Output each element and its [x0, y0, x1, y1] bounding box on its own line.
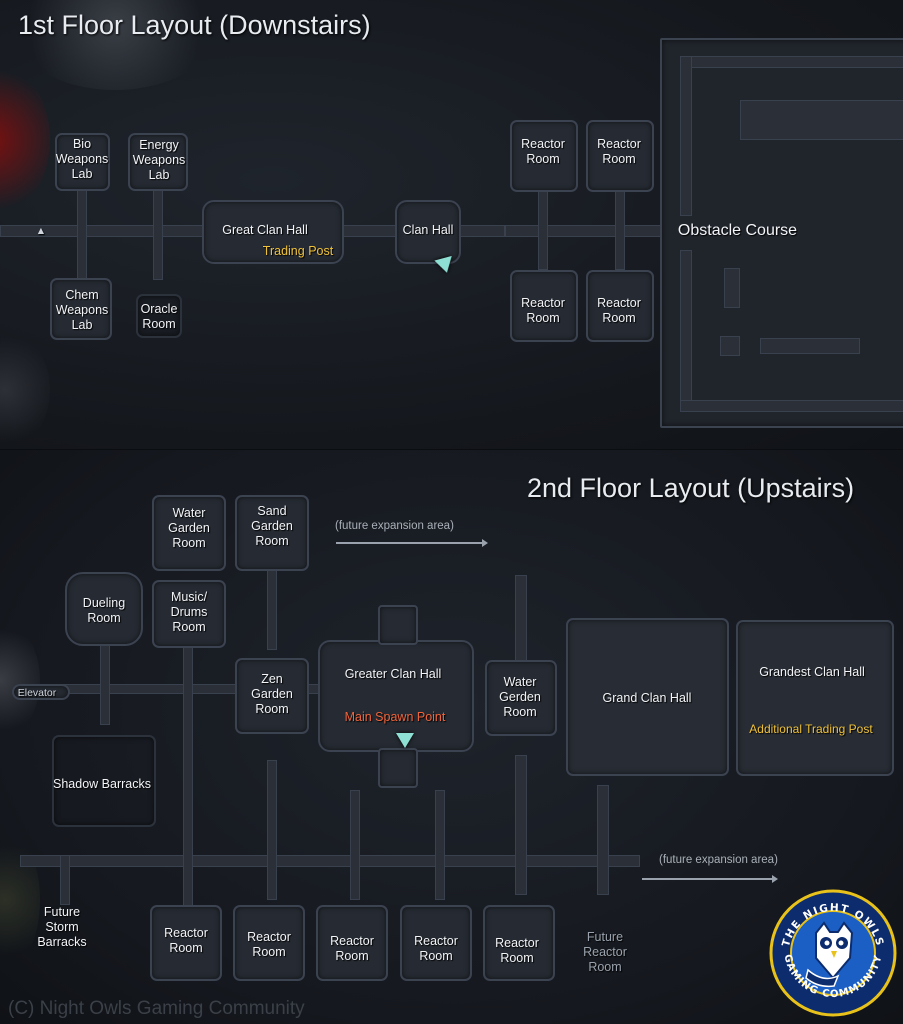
arrow-right-icon [336, 539, 488, 547]
bio-lab-room[interactable] [55, 133, 110, 191]
reactor-room-4[interactable] [586, 270, 654, 342]
future-expansion-note-1: (future expansion area) [335, 520, 454, 532]
grand-clan-hall-label: Grand Clan Hall [602, 691, 692, 705]
floor1-title: 1st Floor Layout (Downstairs) [18, 10, 371, 40]
floor2-panel: 2nd Floor Layout (Upstairs) Water Garden… [0, 450, 903, 1024]
reactor-room-a[interactable] [150, 905, 222, 981]
figure-decoration [0, 330, 50, 450]
zen-garden-label: Zen Garden Room [251, 672, 293, 716]
reactor-label-c: Reactor Room [330, 934, 374, 963]
sand-garden-room[interactable] [235, 495, 309, 571]
floor2-title: 2nd Floor Layout (Upstairs) [527, 473, 855, 503]
reactor-room-1[interactable] [510, 120, 578, 192]
greater-clan-hall-north [378, 605, 418, 645]
copyright-text: (C) Night Owls Gaming Community [8, 998, 305, 1019]
chem-lab-label: Chem Weapons Lab [55, 288, 109, 332]
night-owls-logo: THE NIGHT OWLS GAMING COMMUNITY [769, 889, 897, 1017]
corridor-v1 [183, 645, 193, 925]
figure-decoration-2 [0, 620, 40, 740]
reactor-label-3: Reactor Room [521, 296, 565, 325]
music-label: Music/ Drums Room [170, 590, 208, 634]
zen-garden-room[interactable] [235, 658, 309, 734]
obstacle-wall-left [680, 56, 692, 216]
obstacle-block-2 [720, 336, 740, 356]
obstacle-block-3 [760, 338, 860, 354]
obstacle-pillar [724, 268, 740, 308]
stairs-icon[interactable]: ▲ [35, 225, 47, 237]
corridor-v5 [515, 755, 527, 895]
spawn-marker-icon [396, 733, 414, 748]
red-glow-decoration [0, 60, 50, 220]
reactor-label-e: Reactor Room [495, 936, 539, 965]
obstacle-wall-left-lower [680, 250, 692, 410]
great-clan-hall-label: Great Clan Hall [222, 223, 308, 237]
shadow-barracks-label: Shadow Barracks [53, 777, 151, 791]
reactor-label-a: Reactor Room [164, 926, 208, 955]
chem-lab-room[interactable] [50, 278, 112, 340]
bio-lab-label: Bio Weapons Lab [55, 137, 109, 181]
reactor-label-b: Reactor Room [247, 930, 291, 959]
obstacle-course-label: Obstacle Course [677, 222, 798, 239]
water-garden-room[interactable] [152, 495, 226, 571]
future-storm-label: Future Storm Barracks [37, 905, 87, 949]
reactor-room-3[interactable] [510, 270, 578, 342]
owl-icon [805, 921, 854, 988]
obstacle-wall-top [680, 56, 903, 68]
elevator-button[interactable] [12, 684, 70, 700]
additional-trading-post-label: Additional Trading Post [749, 722, 873, 736]
water-gerden-room[interactable] [485, 660, 557, 736]
elevator-label: Elevator [17, 687, 57, 699]
energy-lab-room[interactable] [128, 133, 188, 191]
corridor-vertical-3 [538, 190, 548, 270]
player-position-icon [434, 255, 456, 276]
corridor-v6 [597, 785, 609, 895]
corridor-v8 [350, 790, 360, 900]
future-expansion-note-2: (future expansion area) [659, 854, 778, 866]
dueling-room[interactable] [65, 572, 143, 646]
oracle-room[interactable] [136, 294, 182, 338]
sand-garden-label: Sand Garden Room [251, 504, 293, 548]
reactor-label-4: Reactor Room [597, 296, 641, 325]
water-garden-label: Water Garden Room [168, 506, 210, 550]
great-clan-hall[interactable] [202, 200, 344, 264]
reactor-label-1: Reactor Room [521, 137, 565, 166]
corridor-vertical-1 [77, 190, 87, 280]
music-room[interactable] [152, 580, 226, 648]
obstacle-wall-bottom [680, 400, 903, 412]
grandest-clan-hall-label: Grandest Clan Hall [759, 665, 865, 679]
lower-corridor [20, 855, 640, 867]
reactor-room-d[interactable] [400, 905, 472, 981]
arrow-right-icon-2 [642, 875, 778, 883]
grandest-clan-hall[interactable] [736, 620, 894, 776]
corridor-v7 [267, 760, 277, 900]
water-gerden-label: Water Gerden Room [499, 675, 541, 719]
trading-post-label: Trading Post [262, 244, 334, 258]
shadow-barracks-room[interactable] [52, 735, 156, 827]
energy-lab-label: Energy Weapons Lab [132, 138, 186, 182]
reactor-label-d: Reactor Room [414, 934, 458, 963]
corridor-vertical-4 [615, 190, 625, 270]
corridor-v2 [267, 570, 277, 650]
clan-hall[interactable] [395, 200, 461, 264]
grand-clan-hall[interactable] [566, 618, 729, 776]
greater-clan-hall-south [378, 748, 418, 788]
reactor-room-2[interactable] [586, 120, 654, 192]
corridor-v3 [100, 645, 110, 725]
oracle-label: Oracle Room [140, 302, 178, 331]
floor1-panel: 1st Floor Layout (Downstairs) ▲ Bio Weap… [0, 0, 903, 450]
corridor-v9 [435, 790, 445, 900]
reactor-room-c[interactable] [316, 905, 388, 981]
main-spawn-label: Main Spawn Point [344, 710, 446, 724]
clan-hall-label: Clan Hall [402, 223, 454, 237]
reactor-room-b[interactable] [233, 905, 305, 981]
reactor-corridor [505, 225, 665, 237]
corridor-v10 [60, 855, 70, 905]
reactor-room-e[interactable] [483, 905, 555, 981]
dueling-label: Dueling Room [82, 596, 126, 625]
corridor-vertical-2 [153, 190, 163, 280]
greater-clan-hall-label: Greater Clan Hall [344, 667, 442, 681]
future-reactor-label: Future Reactor Room [583, 930, 627, 974]
reactor-label-2: Reactor Room [597, 137, 641, 166]
obstacle-block-1 [740, 100, 903, 140]
